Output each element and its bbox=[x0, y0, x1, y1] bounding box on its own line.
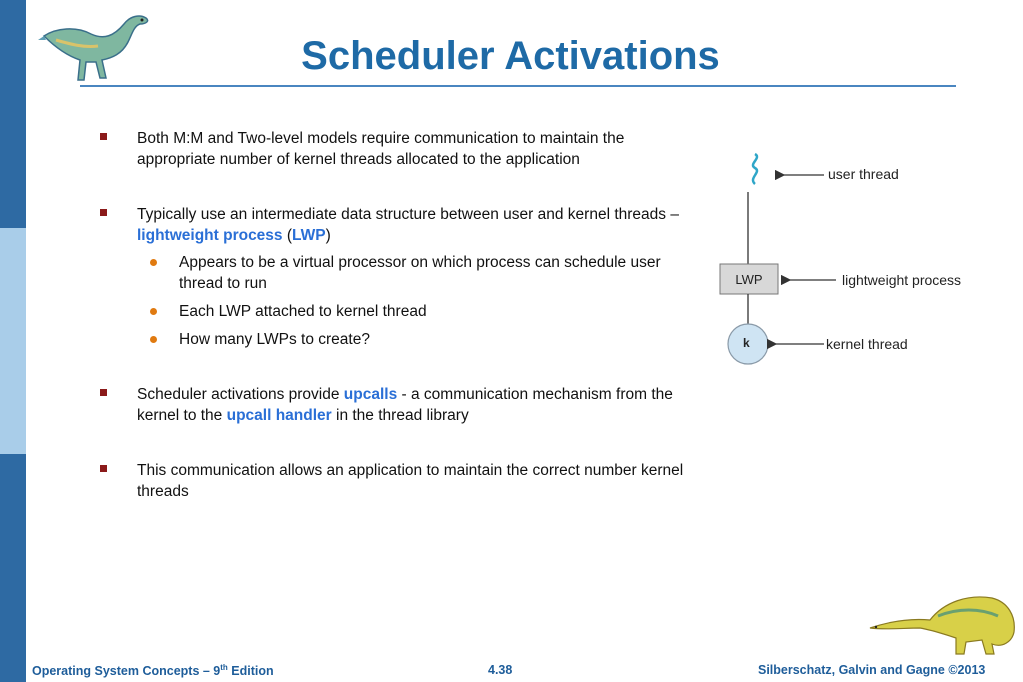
bullet-text-end: ) bbox=[325, 227, 331, 244]
bullet-text: Scheduler activations provide bbox=[137, 386, 344, 403]
lwp-diagram: LWP k user thread lightweight process ke… bbox=[700, 140, 1000, 380]
sub-bullet-text: Each LWP attached to kernel thread bbox=[179, 303, 427, 320]
footer-book-title: Operating System Concepts – 9th Edition bbox=[32, 663, 274, 679]
highlight-term: lightweight process bbox=[137, 227, 283, 244]
square-bullet-icon bbox=[100, 465, 107, 472]
lwp-diagram-graphic bbox=[719, 152, 836, 365]
sub-bullet-text: Appears to be a virtual processor on whi… bbox=[179, 254, 661, 292]
sub-bullet-item: Appears to be a virtual processor on whi… bbox=[100, 252, 690, 294]
bullet-text: Both M:M and Two-level models require co… bbox=[137, 130, 625, 168]
footer-page-number: 4.38 bbox=[488, 663, 513, 677]
left-sidebar bbox=[0, 0, 26, 682]
sidebar-band-middle bbox=[0, 228, 26, 454]
square-bullet-icon bbox=[100, 389, 107, 396]
bullet-text-end: in the thread library bbox=[331, 407, 469, 424]
bullet-text-mid: ( bbox=[282, 227, 293, 244]
sub-bullet-text: How many LWPs to create? bbox=[179, 331, 370, 348]
bullet-item: Both M:M and Two-level models require co… bbox=[100, 128, 690, 170]
lwp-box-label: LWP bbox=[735, 272, 763, 287]
sub-bullet-item: How many LWPs to create? bbox=[100, 329, 690, 350]
bullet-text-mid: - a communication mechanism from the ker… bbox=[137, 386, 673, 424]
user-thread-squiggle-icon bbox=[751, 152, 759, 185]
square-bullet-icon bbox=[100, 133, 107, 140]
bullet-text: This communication allows an application… bbox=[137, 462, 684, 500]
round-bullet-icon bbox=[150, 259, 157, 266]
highlight-term: LWP bbox=[292, 227, 326, 244]
lwp-label: lightweight process bbox=[842, 272, 962, 288]
lwp-box bbox=[719, 263, 779, 295]
slide-title: Scheduler Activations bbox=[301, 34, 720, 78]
highlight-term: upcalls bbox=[343, 386, 398, 403]
dinosaur-logo-icon bbox=[38, 15, 149, 81]
bullet-item: This communication allows an application… bbox=[100, 460, 690, 502]
round-bullet-icon bbox=[150, 336, 157, 343]
footer-copyright: Silberschatz, Galvin and Gagne ©2013 bbox=[758, 663, 986, 677]
bullet-item: Scheduler activations provide upcalls - … bbox=[100, 384, 690, 426]
kernel-circle-label: k bbox=[743, 336, 750, 350]
bullet-item: Typically use an intermediate data struc… bbox=[100, 204, 690, 350]
sub-bullet-item: Each LWP attached to kernel thread bbox=[100, 301, 690, 322]
sidebar-band-top bbox=[0, 0, 26, 228]
slide-body: Both M:M and Two-level models require co… bbox=[100, 128, 690, 536]
sidebar-band-bottom bbox=[0, 454, 26, 682]
round-bullet-icon bbox=[150, 308, 157, 315]
highlight-term: upcall handler bbox=[226, 407, 332, 424]
bullet-text: Typically use an intermediate data struc… bbox=[137, 206, 679, 223]
dinosaur-footer-icon bbox=[869, 596, 1015, 655]
kernel-thread-label: kernel thread bbox=[826, 336, 908, 352]
title-underline bbox=[80, 85, 956, 87]
square-bullet-icon bbox=[100, 209, 107, 216]
user-thread-label: user thread bbox=[828, 166, 899, 182]
